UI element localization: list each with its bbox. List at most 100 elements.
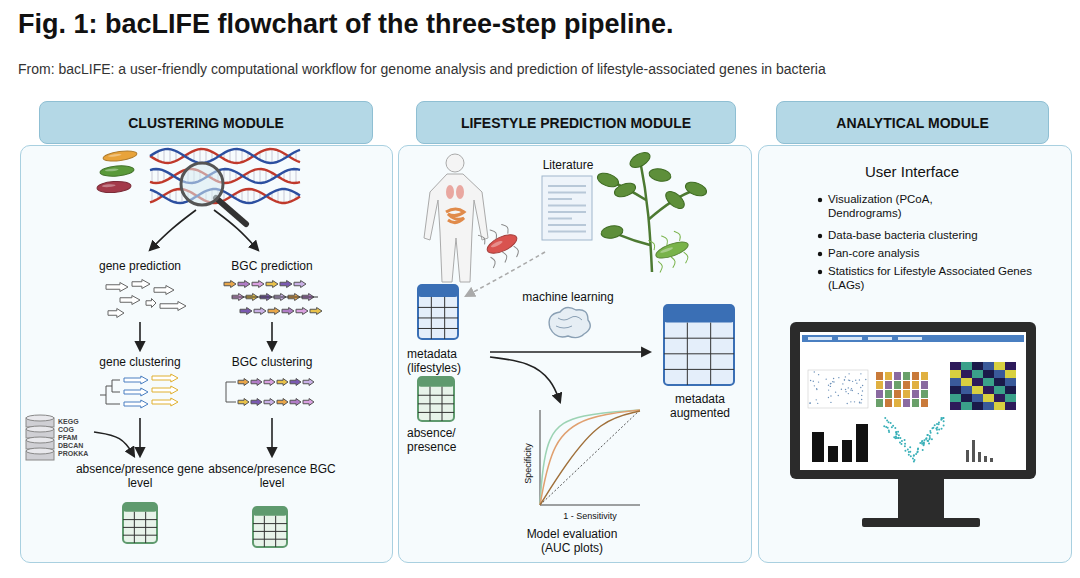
heatmap-cell: [1005, 378, 1016, 386]
table-head: [664, 305, 734, 323]
stack-bar: [894, 399, 901, 407]
step-label: gene clustering: [80, 355, 200, 369]
step-label: BGC prediction: [212, 259, 332, 273]
stack-bar: [903, 390, 910, 398]
leaf: [627, 149, 652, 170]
module-title: ANALYTICAL MODULE: [836, 115, 988, 131]
database-name: PROKKA: [58, 450, 92, 458]
heatmap-cell: [983, 378, 994, 386]
heatmap-cell: [1005, 362, 1016, 370]
volcano-dot: [931, 427, 933, 429]
dashed-arrow: [466, 252, 545, 296]
scatter-dot: [848, 379, 849, 380]
table-frame: [418, 285, 458, 339]
dna-rung: [242, 190, 243, 201]
database-name: COG: [58, 426, 92, 434]
heatmap-cell: [1005, 370, 1016, 378]
table-head: [418, 377, 454, 387]
scatter-box: [808, 370, 868, 408]
heatmap-cell: [983, 370, 994, 378]
volcano-dot: [926, 434, 928, 436]
leaf: [663, 188, 688, 211]
volcano-dot: [927, 434, 929, 436]
cell-body: [485, 231, 520, 257]
heatmap-cell: [983, 394, 994, 402]
scatter-dot: [848, 373, 849, 374]
cell-shine: [102, 184, 116, 188]
body: [424, 174, 488, 282]
dna-rung: [164, 149, 165, 162]
scatter-dot: [833, 378, 834, 379]
scatter-dot: [861, 395, 862, 396]
volcano-dot: [940, 417, 942, 419]
stack-bar: [876, 381, 883, 389]
stack-bar: [921, 372, 928, 380]
hist-bar: [966, 450, 969, 462]
stack-bar: [921, 381, 928, 389]
flagellum: [490, 228, 499, 240]
scatter-dot: [859, 402, 860, 403]
bullet-dot: [818, 270, 822, 274]
bgc-backbone: [232, 297, 318, 298]
step-label: machine learning: [508, 290, 628, 304]
volcano-dot: [927, 440, 929, 442]
gene-arrow: [264, 379, 275, 386]
gene-arrow: [240, 308, 252, 315]
gene-arrow: [282, 308, 294, 315]
volcano-dot: [930, 432, 932, 434]
scatter-dot: [814, 371, 815, 372]
gene-arrow: [264, 399, 275, 406]
volcano-dot: [931, 438, 933, 440]
table-icon: [418, 377, 454, 421]
dna-rung: [260, 169, 261, 183]
step-label: Pan-core analysis: [828, 247, 1048, 261]
cell-body: [97, 180, 132, 193]
volcano-dot: [943, 420, 945, 422]
cell-shine: [490, 240, 503, 249]
stack-bar: [876, 399, 883, 407]
magnifier-lens: [181, 163, 223, 205]
cell-body: [654, 239, 690, 262]
dendrogram: [100, 380, 120, 404]
figure-title: Fig. 1: bacLIFE flowchart of the three-s…: [18, 8, 674, 40]
flow-arrow: [94, 432, 134, 456]
volcano-dot: [910, 455, 912, 457]
dna-rung: [170, 149, 171, 163]
brain-icon: [549, 307, 590, 337]
dna-rung: [164, 171, 165, 182]
dna-strand: [150, 169, 300, 183]
table-head: [253, 507, 287, 516]
heatmap-cell: [950, 378, 961, 386]
bar: [842, 440, 852, 462]
text-line: [548, 224, 586, 226]
scatter-dot: [818, 381, 819, 382]
scatter-dot: [862, 385, 863, 386]
dna-rung: [200, 149, 201, 163]
gene-arrow: [238, 281, 250, 288]
roc-curve: [540, 411, 640, 505]
step-label: Literature: [528, 158, 608, 172]
volcano-dot: [904, 443, 906, 445]
volcano-dot: [897, 431, 899, 433]
cell-body: [103, 149, 138, 163]
volcano-dot: [913, 454, 915, 456]
volcano-dot: [914, 459, 916, 461]
table-frame: [418, 377, 454, 421]
scatter-dot: [838, 395, 839, 396]
scatter-dot: [817, 403, 818, 404]
hist-bar: [984, 456, 987, 462]
dendrogram: [226, 382, 236, 402]
heatmap-cell: [950, 402, 961, 410]
base: [862, 518, 980, 527]
text-line: [548, 211, 586, 213]
stack-bar: [876, 390, 883, 398]
flagellum: [512, 245, 521, 257]
volcano-dot: [916, 451, 918, 453]
heatmap-cell: [994, 370, 1005, 378]
gene-arrow: [154, 286, 174, 295]
gene-arrow: [310, 308, 322, 315]
heatmap-cell: [994, 394, 1005, 402]
table-grid: [418, 317, 458, 318]
stack-bar: [912, 390, 919, 398]
volcano-dot: [929, 435, 931, 437]
